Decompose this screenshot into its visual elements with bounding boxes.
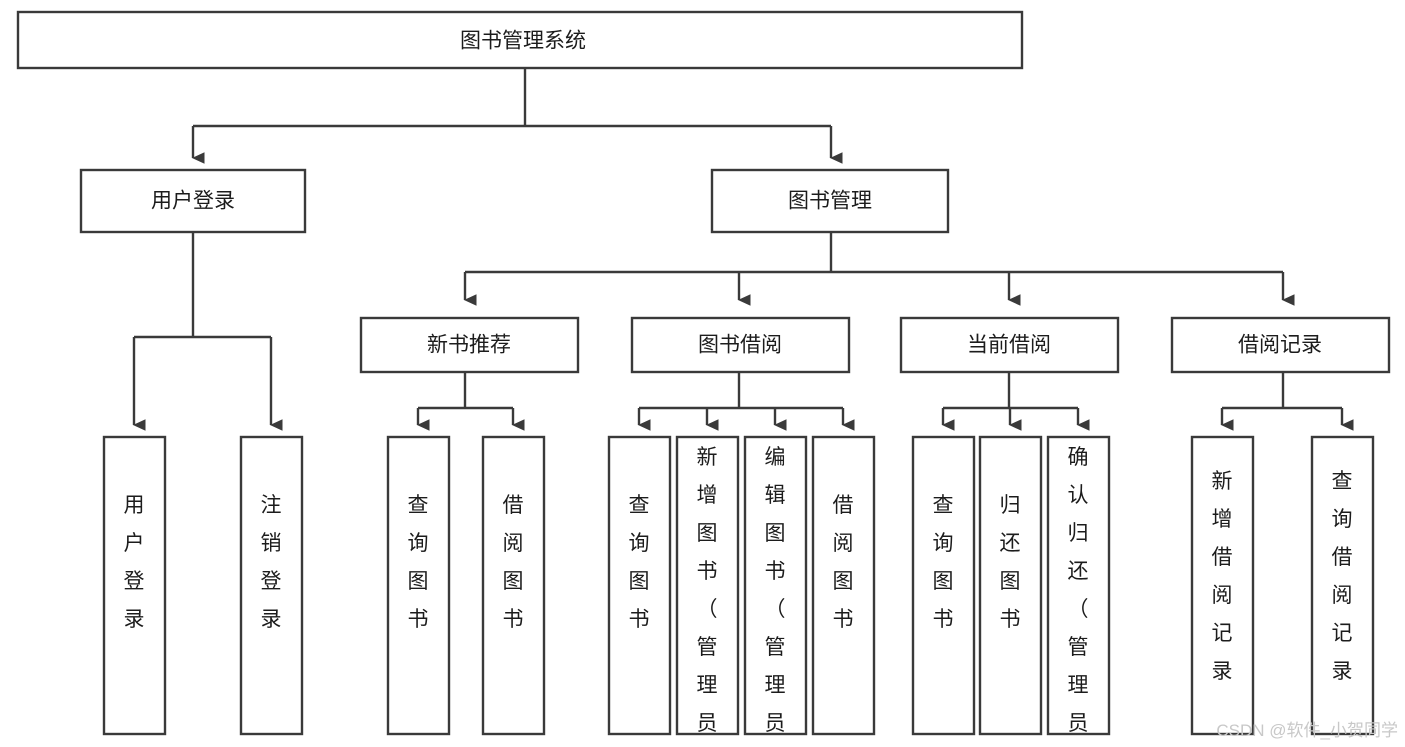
leaf-node-nbr-borrow-book-box: [481, 435, 546, 736]
leaf-node-logout[interactable]: 注销登录: [239, 435, 304, 736]
leaf-node-br-query-record-box: [1310, 435, 1375, 736]
leaf-node-logout-box: [239, 435, 304, 736]
leaf-node-br-query-record[interactable]: 查询借阅记录: [1310, 435, 1375, 736]
leaf-node-cb-query-book-label: 查询图书: [933, 494, 954, 631]
leaf-node-bb-add-book[interactable]: 新增图书（管理员）: [675, 435, 740, 747]
node-root-system-label: 图书管理系统: [460, 30, 586, 53]
node-current-borrow-box: [899, 316, 1120, 374]
leaf-node-cb-return-book[interactable]: 归还图书: [978, 435, 1043, 736]
leaf-node-nbr-query-book-box: [386, 435, 451, 736]
node-root-system-box: [16, 10, 1024, 70]
connector-layer: [132, 68, 1354, 431]
leaf-node-nbr-query-book-label: 查询图书: [408, 494, 429, 631]
leaf-node-user-login-action-label: 用户登录: [124, 494, 145, 631]
leaf-node-cb-confirm-return-label: 确认归还（管理员）: [1068, 446, 1089, 747]
leaf-node-cb-return-book-label: 归还图书: [1000, 494, 1021, 631]
node-book-management-label: 图书管理: [788, 190, 872, 213]
node-book-borrow-label: 图书借阅: [698, 334, 782, 357]
leaf-node-bb-add-book-label: 新增图书（管理员）: [697, 446, 718, 747]
leaf-node-logout-label: 注销登录: [261, 494, 282, 631]
leaf-node-user-login-action[interactable]: 用户登录: [102, 435, 167, 736]
leaf-node-bb-borrow-book[interactable]: 借阅图书: [811, 435, 876, 736]
leaf-node-bb-edit-book[interactable]: 编辑图书（管理员）: [743, 435, 808, 747]
node-current-borrow[interactable]: 当前借阅: [899, 316, 1120, 374]
leaf-node-cb-return-book-box: [978, 435, 1043, 736]
node-book-borrow-box: [630, 316, 851, 374]
node-user-login[interactable]: 用户登录: [79, 168, 307, 234]
leaf-node-nbr-borrow-book[interactable]: 借阅图书: [481, 435, 546, 736]
leaf-node-bb-query-book-box: [607, 435, 672, 736]
node-book-management[interactable]: 图书管理: [710, 168, 950, 234]
node-root-system[interactable]: 图书管理系统: [16, 10, 1024, 70]
node-borrow-record-label: 借阅记录: [1238, 334, 1322, 357]
leaf-node-user-login-action-box: [102, 435, 167, 736]
leaf-node-bb-edit-book-box: [743, 435, 808, 736]
leaf-node-bb-edit-book-label: 编辑图书（管理员）: [765, 446, 786, 747]
leaf-node-cb-query-book-box: [911, 435, 976, 736]
node-current-borrow-label: 当前借阅: [967, 334, 1051, 357]
leaf-node-bb-query-book-label: 查询图书: [629, 494, 650, 631]
node-book-management-box: [710, 168, 950, 234]
leaf-node-bb-add-book-box: [675, 435, 740, 736]
node-new-book-recommend-label: 新书推荐: [427, 334, 511, 357]
node-borrow-record-box: [1170, 316, 1391, 374]
leaf-node-bb-borrow-book-label: 借阅图书: [833, 494, 854, 631]
leaf-node-br-query-record-label: 查询借阅记录: [1332, 470, 1353, 683]
leaf-node-br-add-record-box: [1190, 435, 1255, 736]
leaf-node-br-add-record-label: 新增借阅记录: [1212, 470, 1233, 683]
leaf-node-nbr-borrow-book-label: 借阅图书: [503, 494, 524, 631]
node-user-login-box: [79, 168, 307, 234]
leaf-node-bb-borrow-book-box: [811, 435, 876, 736]
leaf-node-br-add-record[interactable]: 新增借阅记录: [1190, 435, 1255, 736]
node-user-login-label: 用户登录: [151, 190, 235, 213]
leaf-node-nbr-query-book[interactable]: 查询图书: [386, 435, 451, 736]
node-new-book-recommend[interactable]: 新书推荐: [359, 316, 580, 374]
leaf-node-cb-confirm-return[interactable]: 确认归还（管理员）: [1046, 435, 1111, 747]
node-borrow-record[interactable]: 借阅记录: [1170, 316, 1391, 374]
leaf-node-cb-query-book[interactable]: 查询图书: [911, 435, 976, 736]
leaf-node-cb-confirm-return-box: [1046, 435, 1111, 736]
node-new-book-recommend-box: [359, 316, 580, 374]
csdn-watermark: CSDN @软件_小贺同学: [1216, 721, 1398, 740]
node-book-borrow[interactable]: 图书借阅: [630, 316, 851, 374]
leaf-node-bb-query-book[interactable]: 查询图书: [607, 435, 672, 736]
